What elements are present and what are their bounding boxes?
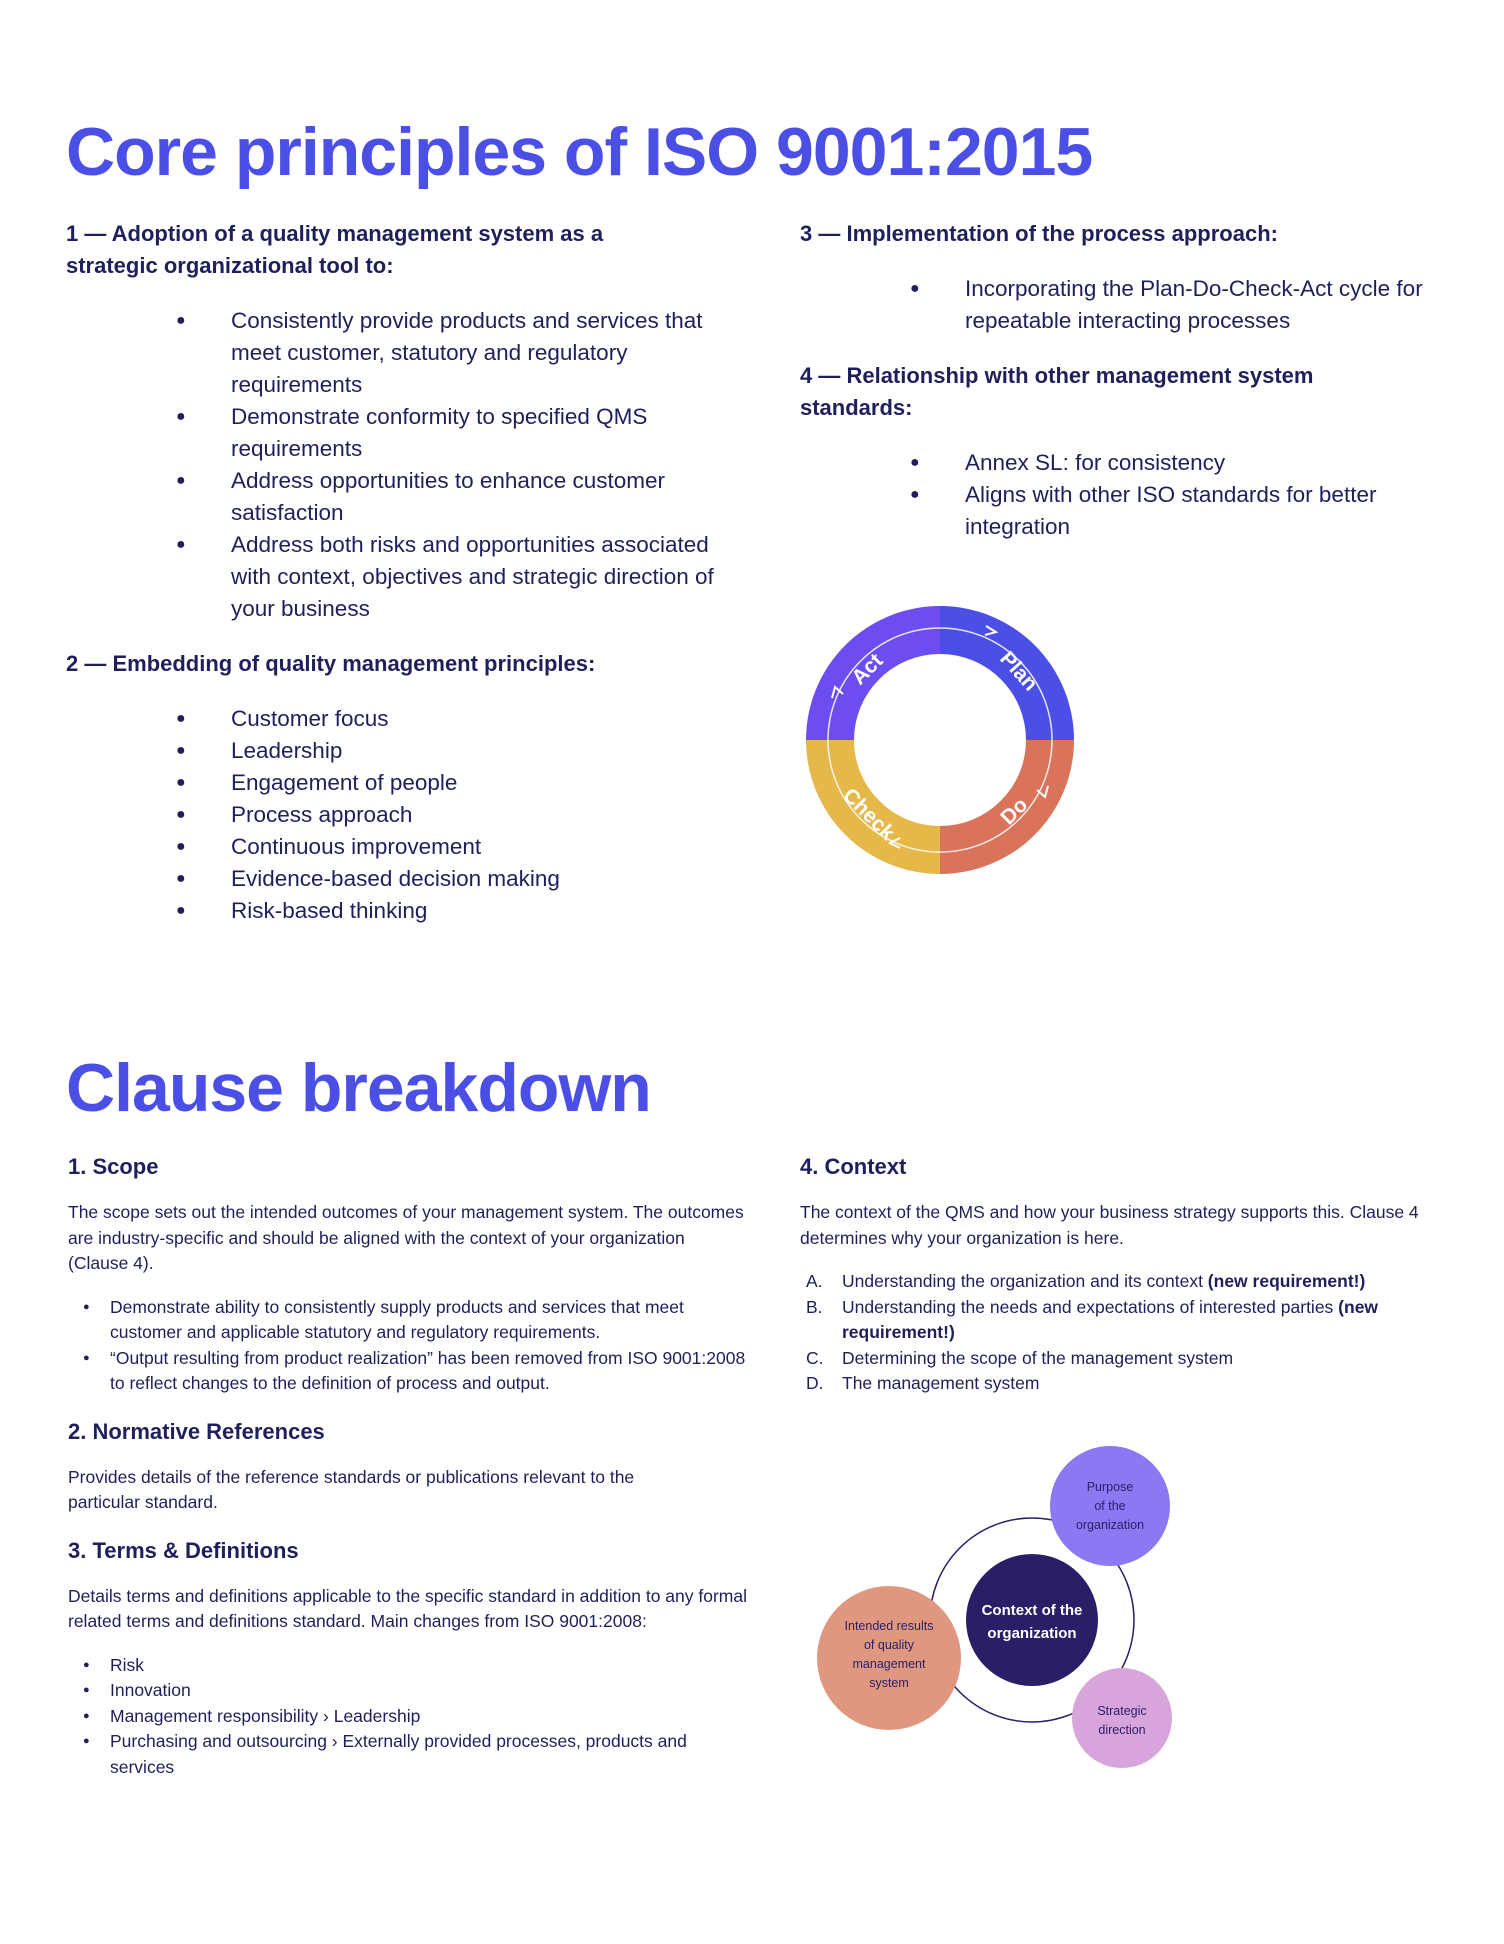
list-item: C.Determining the scope of the managemen… (806, 1347, 1234, 1368)
core-right-column: 3 — Implementation of the process approa… (800, 218, 1460, 566)
cycle-line (827, 627, 1053, 853)
center-label-line: Context of the (982, 1602, 1083, 1619)
list-item: Demonstrate conformity to specified QMS … (66, 401, 726, 465)
arrow-icon (1036, 785, 1049, 799)
results-label-line: management (853, 1657, 926, 1671)
purpose-label-line: organization (1076, 1518, 1144, 1532)
clause-breakdown-title: Clause breakdown (66, 1050, 652, 1126)
list-item: Management responsibility › Leadership (68, 1704, 748, 1730)
section-1-list: Consistently provide products and servic… (66, 305, 726, 625)
list-item: Innovation (68, 1678, 748, 1704)
arrow-icon (887, 837, 901, 849)
intended-results-circle (817, 1586, 961, 1730)
list-item: Address opportunities to enhance custome… (66, 465, 726, 529)
list-item: Process approach (66, 799, 726, 831)
context-paragraph: The context of the QMS and how your busi… (800, 1202, 1419, 1248)
purpose-circle (1050, 1446, 1170, 1566)
context-center-circle (966, 1554, 1098, 1686)
list-item: Engagement of people (66, 767, 726, 799)
context-heading: 4. Context (800, 1154, 907, 1179)
center-label-line: organization (987, 1625, 1076, 1642)
pdca-do-segment (940, 740, 1074, 874)
list-item: Demonstrate ability to consistently supp… (68, 1295, 748, 1346)
scope-list: Demonstrate ability to consistently supp… (68, 1295, 748, 1397)
list-item: Incorporating the Plan-Do-Check-Act cycl… (800, 273, 1460, 337)
arrow-icon (984, 625, 999, 636)
list-item: A.Understanding the organization and its… (806, 1271, 1366, 1291)
list-item: Consistently provide products and servic… (66, 305, 726, 401)
clause-left-column: 1. Scope The scope sets out the intended… (68, 1152, 748, 1800)
list-item: Customer focus (66, 703, 726, 735)
strategic-label-line: direction (1098, 1723, 1145, 1737)
list-item: Purchasing and outsourcing › Externally … (68, 1729, 748, 1780)
list-item: Leadership (66, 735, 726, 767)
section-4-list: Annex SL: for consistency Aligns with ot… (800, 447, 1460, 543)
list-item: “Output resulting from product realizati… (68, 1346, 748, 1397)
scope-heading: 1. Scope (68, 1154, 159, 1179)
core-principles-title: Core principles of ISO 9001:2015 (66, 114, 1093, 190)
list-item: Risk-based thinking (66, 895, 726, 927)
results-label-line: Intended results (845, 1619, 934, 1633)
terms-definitions-heading: 3. Terms & Definitions (68, 1537, 299, 1563)
section-4-heading: 4 — Relationship with other management s… (800, 363, 1314, 420)
strategic-label-line: Strategic (1097, 1704, 1146, 1718)
arrow-icon (831, 685, 844, 699)
scope-paragraph: The scope sets out the intended outcomes… (68, 1202, 744, 1273)
clause-right-column: 4. Context The context of the QMS and ho… (800, 1152, 1460, 1397)
terms-list: Risk Innovation Management responsibilit… (68, 1653, 748, 1781)
strategic-direction-circle (1072, 1668, 1172, 1768)
terms-definitions-paragraph: Details terms and definitions applicable… (68, 1585, 747, 1632)
normative-references-heading: 2. Normative References (68, 1418, 325, 1444)
pdca-check-segment (806, 740, 940, 874)
pdca-act-segment (806, 606, 940, 740)
pdca-cycle-diagram: Plan Do Check Act (806, 606, 1074, 874)
section-1-heading: 1 — Adoption of a quality management sys… (66, 221, 604, 278)
section-2-list: Customer focus Leadership Engagement of … (66, 703, 726, 927)
normative-references-paragraph: Provides details of the reference standa… (68, 1466, 635, 1513)
section-3-heading: 3 — Implementation of the process approa… (800, 221, 1278, 246)
list-item: Aligns with other ISO standards for bett… (800, 479, 1460, 543)
core-left-column: 1 — Adoption of a quality management sys… (66, 218, 726, 950)
context-list: A.Understanding the organization and its… (800, 1269, 1460, 1397)
results-label-line: system (869, 1676, 909, 1690)
section-3-list: Incorporating the Plan-Do-Check-Act cycl… (800, 273, 1460, 337)
list-item: B.Understanding the needs and expectatio… (806, 1296, 1379, 1343)
pdca-plan-segment (940, 606, 1074, 740)
list-item: Address both risks and opportunities ass… (66, 529, 726, 625)
results-label-line: of quality (864, 1638, 915, 1652)
list-item: Continuous improvement (66, 831, 726, 863)
section-2-heading: 2 — Embedding of quality management prin… (66, 651, 596, 676)
list-item: Annex SL: for consistency (800, 447, 1460, 479)
context-diagram: Context of the organization Purpose of t… (817, 1446, 1172, 1768)
list-item: Risk (68, 1653, 748, 1679)
purpose-label-line: of the (1094, 1499, 1125, 1513)
purpose-label-line: Purpose (1087, 1480, 1134, 1494)
list-item: D.The management system (806, 1373, 1040, 1393)
list-item: Evidence-based decision making (66, 863, 726, 895)
